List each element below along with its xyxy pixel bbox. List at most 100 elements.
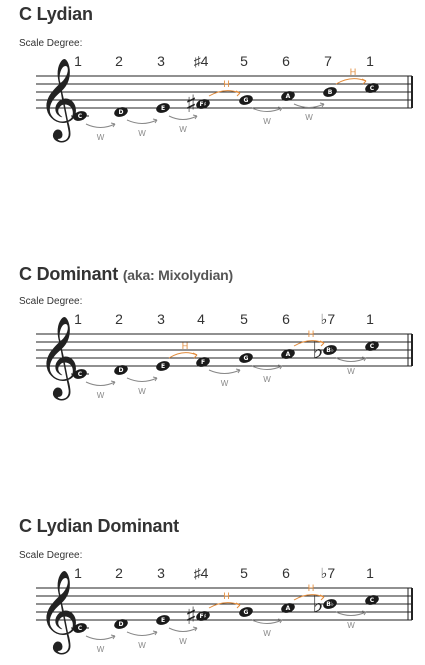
sharp-icon: ♯ (185, 90, 197, 118)
note-head (114, 619, 128, 629)
arrow-head (110, 634, 116, 640)
half-step-arrow (335, 78, 367, 85)
arrow-head (110, 380, 116, 386)
scale-section-dominant: C Dominant (aka: Mixolydian) Scale Degre… (0, 264, 425, 424)
note-head (114, 107, 128, 117)
whole-step-label: W (263, 117, 271, 126)
scale-degree-number: 3 (157, 311, 165, 327)
scale-degree-number: 1 (74, 311, 82, 327)
note-head (196, 357, 210, 367)
whole-step-arrow (251, 365, 283, 370)
whole-step-label: W (138, 641, 146, 650)
treble-clef-icon: 𝄞 (38, 315, 79, 400)
half-step-label: H (308, 583, 315, 593)
note-head (323, 87, 337, 97)
whole-step-label: W (347, 367, 355, 376)
note-name: F♯ (199, 101, 206, 108)
scale-title: C Dominant (aka: Mixolydian) (19, 264, 233, 285)
note-name: C (370, 597, 375, 604)
scale-title: C Lydian (19, 4, 93, 25)
scale-title-text: C Lydian (19, 4, 93, 24)
note-name: C (370, 85, 375, 92)
half-step-label: H (223, 79, 230, 89)
whole-step-arrow (335, 611, 367, 616)
scale-degree-number: 6 (282, 53, 290, 69)
scale-degree-number: 2 (115, 311, 123, 327)
arrow-head (152, 118, 158, 124)
half-step-label: H (308, 329, 315, 339)
note-name: G (244, 609, 249, 616)
scale-degree-number: 3 (157, 53, 165, 69)
arrow-head (192, 352, 198, 359)
note-name: A (286, 605, 291, 612)
note-name: D (119, 367, 124, 374)
flat-icon: ♭ (312, 590, 323, 618)
arrow-head (235, 90, 241, 97)
scale-degree-label: Scale Degree: (19, 296, 83, 307)
arrow-head (152, 376, 158, 382)
arrow-head (319, 102, 325, 108)
scale-degree-label: Scale Degree: (19, 550, 83, 561)
scale-degree-number: ♯4 (194, 53, 209, 69)
scale-title: C Lydian Dominant (19, 516, 179, 537)
note-head (281, 91, 295, 101)
scale-degree-number: 1 (366, 311, 374, 327)
half-step-arrow (208, 90, 241, 97)
whole-step-label: W (221, 379, 229, 388)
whole-step-arrow (208, 369, 241, 374)
note-name: D (119, 621, 124, 628)
flat-icon: ♭ (312, 336, 323, 364)
scale-degree-number: 1 (74, 565, 82, 581)
half-step-label: H (350, 67, 357, 77)
note-name: B♭ (326, 601, 334, 608)
scale-degree-number: 5 (240, 311, 248, 327)
note-head (365, 83, 379, 93)
half-step-label: H (182, 341, 189, 351)
arrow-head (277, 106, 283, 112)
whole-step-arrow (126, 119, 158, 124)
note-head (323, 599, 337, 609)
note-head (114, 365, 128, 375)
note-head (281, 603, 295, 613)
whole-step-arrow (85, 381, 116, 386)
whole-step-label: W (138, 129, 146, 138)
scale-degree-number: 7 (324, 53, 332, 69)
arrow-head (192, 626, 198, 632)
whole-step-arrow (126, 377, 158, 382)
note-name: F (201, 359, 205, 366)
arrow-head (235, 368, 241, 374)
note-name: A (286, 351, 291, 358)
scale-degree-number: 6 (282, 565, 290, 581)
arrow-head (152, 630, 158, 636)
note-head (156, 361, 170, 371)
whole-step-arrow (335, 357, 367, 362)
scale-degree-number: ♭7 (321, 311, 336, 327)
scale-title-text: C Dominant (19, 264, 118, 284)
arrow-head (319, 340, 325, 347)
note-name: G (244, 97, 249, 104)
note-name: C (370, 343, 375, 350)
whole-step-arrow (293, 103, 325, 108)
note-head (365, 341, 379, 351)
arrow-head (110, 122, 116, 128)
note-head (239, 95, 253, 105)
note-name: C (78, 625, 83, 632)
whole-step-label: W (138, 387, 146, 396)
treble-clef-icon: 𝄞 (38, 569, 79, 654)
scale-degree-number: 1 (366, 565, 374, 581)
whole-step-label: W (305, 113, 313, 122)
sharp-icon: ♯ (185, 602, 197, 630)
note-name: G (244, 355, 249, 362)
note-name: C (78, 371, 83, 378)
note-name: E (161, 105, 165, 112)
whole-step-label: W (97, 133, 105, 142)
note-head (196, 99, 210, 109)
scale-degree-number: 5 (240, 565, 248, 581)
note-head (239, 607, 253, 617)
note-head (73, 111, 87, 121)
